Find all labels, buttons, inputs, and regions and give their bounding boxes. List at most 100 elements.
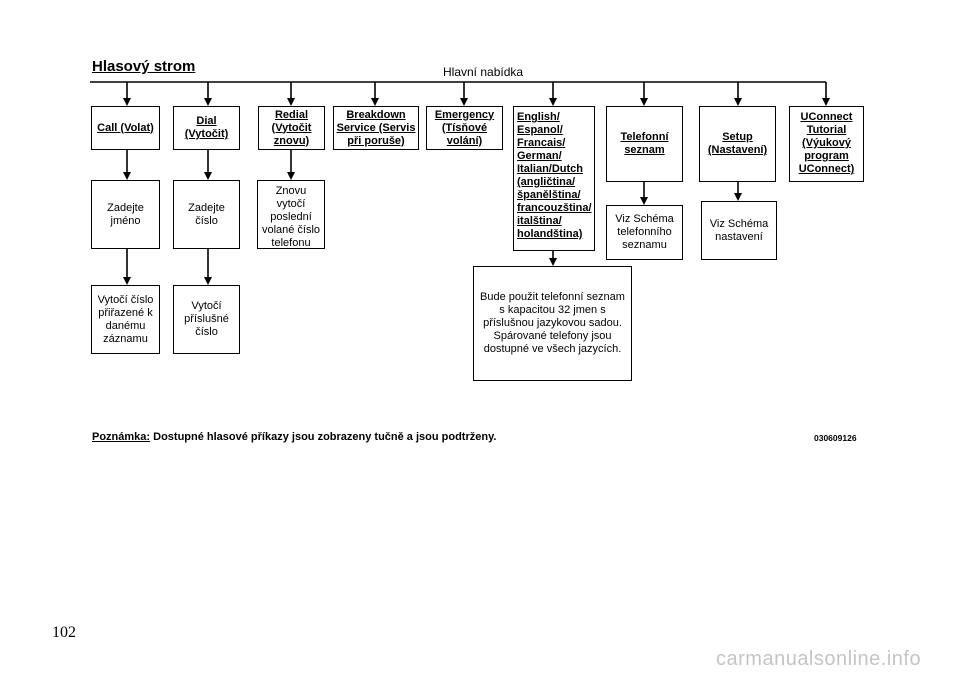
footnote-label: Poznámka: [92,431,151,443]
command-box-redial-line: znovu) [273,134,310,147]
command-box-language-line: Francais/ [517,137,566,149]
command-box-redial-line: (Vytočit [271,121,312,134]
command-box-phonebook-line: Telefonní [620,131,669,143]
command-box-language-line: Italian/Dutch [517,163,584,175]
info-box-call-0-line: Zadejte [107,201,144,214]
command-box-uconnect-line: (Výukový [802,137,851,149]
command-box-language-line: English/ [517,111,560,123]
arrow-dial-0-head [204,172,212,180]
command-box-dial: Dial(Vytočit) [173,106,240,150]
arrow-language-0-head [549,258,557,266]
command-box-setup-line: Setup [722,131,753,143]
command-box-breakdown-line: při poruše) [347,134,405,147]
figure-code: 030609126 [814,433,857,443]
arrow-to-dial-head [204,98,212,106]
arrow-dial-1-head [204,277,212,285]
info-box-redial-0-line: poslední [270,211,312,223]
info-box-dial-1-line: příslušné [184,313,229,325]
command-box-emergency-line: (Tísňové [441,121,488,134]
command-box-language-line: italština/ [517,215,562,227]
command-box-uconnect-line: UConnect [800,111,853,123]
info-box-phonebook-0-line: telefonního [617,226,672,238]
info-box-language-0-line: Spárované telefony jsou [493,330,612,342]
command-box-dial-line: (Vytočit) [184,128,229,140]
arrow-to-phonebook-head [640,98,648,106]
footnote-text: Dostupné hlasové příkazy jsou zobrazeny … [150,431,497,443]
command-box-language-line: German/ [517,150,562,162]
command-box-setup-line: (Nastavení) [707,144,768,156]
command-box-language: English/Espanol/Francais/German/Italian/… [513,106,595,251]
info-box-setup-0-line: Viz Schéma [709,217,769,230]
info-box-redial-0-line: vytočí [276,198,306,210]
command-box-call: Call (Volat) [91,106,160,150]
info-box-call-1-line: záznamu [103,332,148,345]
arrow-call-0-head [123,172,131,180]
info-box-call-1-line: přiřazené k [98,306,153,319]
arrow-phonebook-0-head [640,197,648,205]
command-box-language-line: (angličtina/ [517,176,576,188]
command-box-language-line: Espanol/ [517,124,563,136]
arrow-to-uconnect-head [822,98,830,106]
arrow-to-setup-head [734,98,742,106]
arrow-call-1-head [123,277,131,285]
command-box-uconnect-line: UConnect) [798,163,855,175]
arrow-to-breakdown-head [371,98,379,106]
command-box-uconnect-line: Tutorial [806,124,847,136]
command-box-breakdown-line: Breakdown [346,108,406,121]
command-box-uconnect-line: program [804,150,849,162]
arrow-to-emergency-head [460,98,468,106]
main-menu-label: Hlavní nabídka [443,65,524,79]
command-box-language-line: francouzština/ [517,202,592,214]
info-box-call-0-line: jméno [110,214,141,227]
page-number: 102 [52,624,76,641]
command-box-dial-line: Dial [196,115,217,127]
info-box-setup-0-line: nastavení [715,230,763,243]
diagram-title: Hlasový strom [92,58,196,75]
info-box-redial-0-line: telefonu [271,237,311,249]
info-box-language-0-line: s kapacitou 32 jmen s [499,304,606,316]
info-box-redial-0-line: volané číslo [261,224,321,236]
arrow-to-redial-head [287,98,295,106]
command-box-language-line: španělština/ [517,189,581,201]
info-box-dial-0-line: Zadejte [188,201,225,214]
info-box-language-0-line: dostupné ve všech jazycích. [483,343,622,355]
command-box-breakdown-line: Service (Servis [336,121,416,134]
info-box-language-0-line: Bude použit telefonní seznam [480,291,625,303]
command-box-call-line: Call (Volat) [97,121,154,134]
info-box-call-1-line: danému [105,319,146,332]
info-box-dial-0-line: číslo [195,214,218,227]
info-box-call-1-line: Vytočí číslo [97,293,154,306]
info-box-language-0-line: příslušnou jazykovou sadou. [483,317,622,329]
arrow-redial-0-head [287,172,295,180]
info-box-phonebook-0-line: seznamu [622,239,667,251]
info-box-dial-1-line: číslo [195,326,218,338]
command-box-phonebook-line: seznam [624,144,665,156]
arrow-to-language-head [549,98,557,106]
command-box-emergency-line: Emergency [434,108,495,121]
info-box-dial-1-line: Vytočí [191,300,222,312]
info-box-redial-0-line: Znovu [275,185,307,197]
command-box-emergency-line: volání) [446,134,483,147]
command-box-redial-line: Redial [274,108,308,121]
watermark: carmanualsonline.info [716,648,922,670]
info-box-phonebook-0-line: Viz Schéma [615,213,674,225]
command-box-setup: Setup(Nastavení) [699,106,776,182]
command-box-language-line: holandština) [517,228,583,240]
arrow-to-call-head [123,98,131,106]
arrow-setup-0-head [734,193,742,201]
